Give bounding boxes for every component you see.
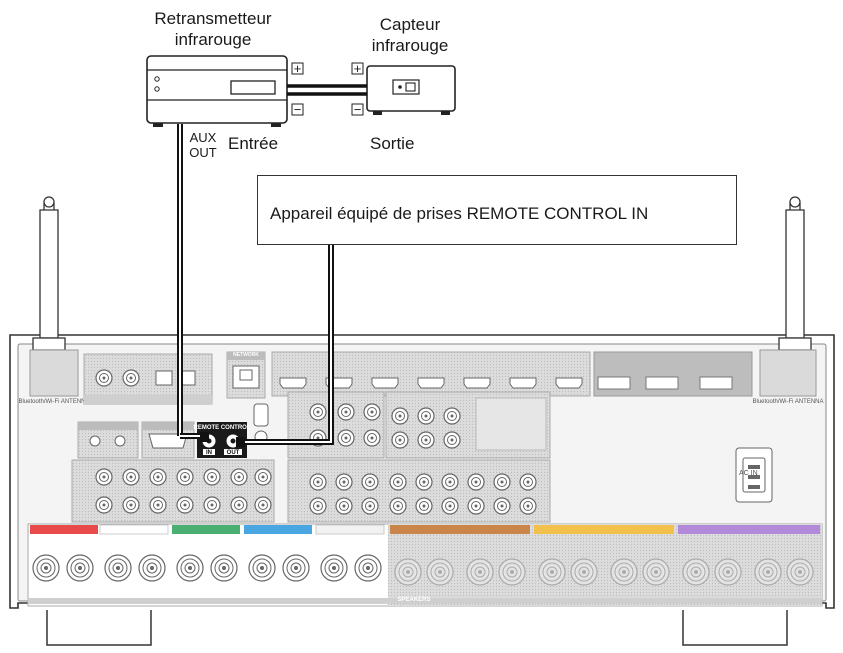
output-label: Sortie xyxy=(370,134,415,153)
ac-in-label: AC IN xyxy=(739,470,758,477)
speaker-terminals xyxy=(27,523,823,607)
hdmi-outputs xyxy=(593,351,753,397)
retransmitter-label-line1: Retransmetteur xyxy=(154,9,272,28)
signal-ground xyxy=(253,403,269,444)
input-label: Entrée xyxy=(228,134,279,153)
video-inputs xyxy=(287,391,385,459)
retransmitter-label: Retransmetteur infrarouge xyxy=(144,8,282,50)
sensor-label-line1: Capteur xyxy=(379,15,441,34)
antenna-left: Bluetooth/Wi-Fi ANTENNA xyxy=(18,196,90,405)
device-box: Appareil équipé de prises REMOTE CONTROL… xyxy=(257,175,737,245)
speakers-footer-label: SPEAKERS xyxy=(397,597,431,603)
minus-mark-left: − xyxy=(293,102,302,117)
ir-sensor xyxy=(366,65,456,115)
ac-inlet xyxy=(735,447,773,503)
sensor-label-line2: infrarouge xyxy=(371,36,449,55)
aux-out-line2: OUT xyxy=(189,145,217,160)
hdmi-inputs xyxy=(271,351,591,397)
ir-retransmitter xyxy=(146,55,288,127)
digital-audio-section xyxy=(83,353,213,405)
device-box-label: Appareil équipé de prises REMOTE CONTROL… xyxy=(270,204,649,223)
cable-plugs xyxy=(200,432,245,447)
remote-control-label: REMOTE CONTROL xyxy=(194,425,251,431)
audio-inputs xyxy=(71,459,275,523)
polarity-marks xyxy=(291,62,364,116)
pre-out xyxy=(287,459,551,523)
sensor-label: Capteur infrarouge xyxy=(355,14,465,56)
component-video xyxy=(385,391,551,459)
svg-text:OUT: OUT xyxy=(227,450,240,456)
antenna-right: Bluetooth/Wi-Fi ANTENNA xyxy=(752,196,824,405)
minus-mark-right: − xyxy=(353,102,362,117)
plus-mark-right: + xyxy=(353,61,362,76)
antenna-left-label: Bluetooth/Wi-Fi ANTENNA xyxy=(18,399,89,405)
aux-out-line1: AUX xyxy=(189,130,217,145)
network-port xyxy=(226,351,266,399)
network-label: NETWORK xyxy=(233,352,259,358)
av-receiver-rear-panel: Bluetooth/Wi-Fi ANTENNA Bluetooth/Wi-Fi … xyxy=(9,196,835,646)
retransmitter-label-line2: infrarouge xyxy=(174,30,252,49)
sensor-wires xyxy=(287,84,367,96)
aux-out-label: AUX OUT xyxy=(186,130,220,160)
plus-mark-left: + xyxy=(293,61,302,76)
trigger-out xyxy=(77,421,139,459)
svg-text:IN: IN xyxy=(206,450,212,456)
antenna-right-label: Bluetooth/Wi-Fi ANTENNA xyxy=(752,399,823,405)
rs232c-port xyxy=(141,421,195,459)
